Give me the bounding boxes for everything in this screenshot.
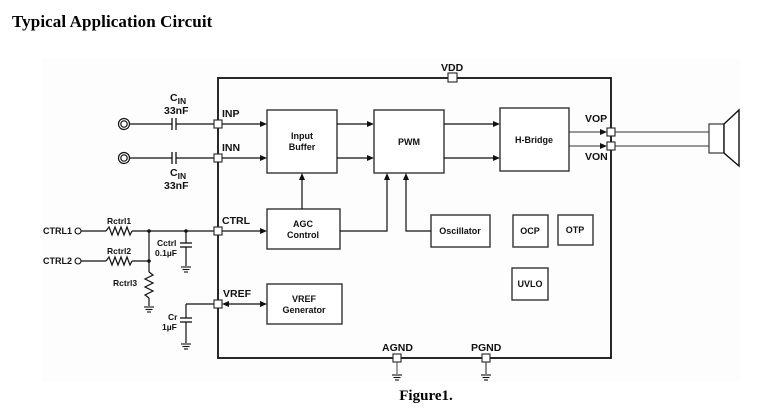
ground-icon-rctrl3 [144, 306, 154, 313]
block-oscillator-label: Oscillator [439, 226, 481, 236]
block-uvlo [511, 267, 549, 301]
cr-name: Cr [168, 312, 178, 322]
block-otp [557, 214, 594, 246]
block-vref-gen-label-1: VREF [292, 294, 317, 304]
cin-bottom-value: 33nF [164, 180, 189, 192]
ground-icon-cr [181, 343, 191, 350]
block-ocp-label: OCP [520, 226, 540, 236]
ground-icon-agnd [392, 374, 402, 381]
pin-ctrl: CTRL [213, 215, 251, 236]
cctrl-value: 0.1µF [155, 248, 177, 258]
rctrl1-label: Rctrl1 [107, 216, 131, 226]
block-agc-control [266, 208, 341, 250]
block-agc-label-1: AGC [293, 219, 314, 229]
block-pwm-label: PWM [398, 137, 420, 147]
block-vref-gen-label-2: Generator [282, 305, 326, 315]
pin-inp-label: INP [222, 108, 240, 120]
pin-vref: VREF [213, 288, 252, 309]
block-input-buffer-label-2: Buffer [289, 142, 316, 152]
cin-top-value: 33nF [164, 105, 189, 117]
block-vref-generator [266, 283, 343, 325]
ctrl1-label: CTRL1 [43, 226, 72, 236]
block-ocp [512, 214, 549, 248]
pin-inn: INN [213, 142, 240, 163]
cctrl-name: Cctrl [157, 238, 176, 248]
pin-pgnd: PGND [471, 342, 502, 374]
resistor-rctrl3 [143, 271, 155, 299]
figure-caption: Figure1. [399, 388, 453, 404]
pin-vdd: VDD [441, 62, 464, 83]
block-otp-label: OTP [566, 225, 585, 235]
block-h-bridge [499, 107, 570, 172]
pin-vdd-label: VDD [441, 62, 464, 74]
ctrl2-label: CTRL2 [43, 256, 72, 266]
pin-pgnd-label: PGND [471, 342, 502, 354]
junction-dot [147, 229, 151, 233]
block-input-buffer-label-1: Input [291, 131, 313, 141]
rctrl2-label: Rctrl2 [107, 246, 131, 256]
pin-ctrl-label: CTRL [222, 215, 251, 227]
junction-dot [147, 259, 151, 263]
ground-icon-cctrl [181, 266, 191, 273]
input-jack-top [117, 117, 131, 131]
speaker-icon [708, 108, 740, 168]
rctrl3-label: Rctrl3 [113, 278, 137, 288]
cr-value: 1µF [162, 322, 177, 332]
capacitor-cin-top [171, 118, 177, 130]
block-h-bridge-label: H-Bridge [515, 135, 553, 145]
capacitor-cctrl [180, 242, 192, 248]
block-agc-label-2: Control [287, 230, 319, 240]
wire-vref-cr [185, 303, 214, 343]
capacitor-cr [180, 317, 192, 323]
pin-agnd-label: AGND [382, 342, 413, 354]
pin-von-label: VON [585, 151, 608, 163]
speaker-wires [615, 131, 709, 147]
ctrl2-terminal: CTRL2 [43, 256, 82, 266]
page-title: Typical Application Circuit [12, 12, 213, 31]
block-uvlo-label: UVLO [517, 279, 542, 289]
input-jack-bottom [117, 151, 131, 165]
pin-inn-label: INN [222, 142, 240, 154]
cin-bottom-name: CIN [170, 167, 186, 181]
ground-icon-pgnd [481, 374, 491, 381]
resistor-rctrl1 [105, 225, 133, 237]
chip-outline [217, 77, 612, 359]
block-pwm [373, 109, 445, 174]
block-input-buffer [266, 109, 338, 174]
diagram-background [42, 58, 740, 382]
cin-top-name: CIN [170, 92, 186, 106]
resistor-rctrl2 [105, 255, 133, 267]
signal-paths [222, 121, 607, 307]
pin-vop-label: VOP [585, 113, 607, 125]
pin-vref-label: VREF [223, 288, 252, 300]
capacitor-cin-bottom [171, 152, 177, 164]
pin-agnd: AGND [382, 342, 413, 374]
